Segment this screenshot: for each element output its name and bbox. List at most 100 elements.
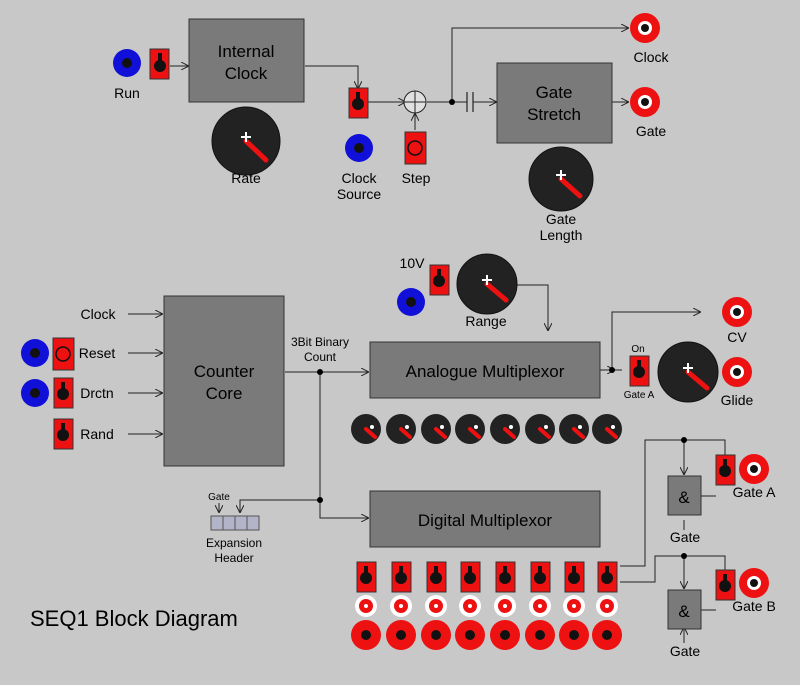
- clock-out-label: Clock: [633, 49, 669, 65]
- gate-stretch-label-2: Stretch: [527, 105, 581, 124]
- step-knob-7[interactable]: [559, 414, 589, 444]
- internal-clock-label-1: Internal: [218, 42, 275, 61]
- step-button-8[interactable]: [592, 620, 622, 650]
- range-jack[interactable]: [397, 288, 425, 316]
- range-switch[interactable]: [429, 264, 450, 296]
- step-knob-1[interactable]: [351, 414, 381, 444]
- and-gate-b-symbol: &: [678, 602, 690, 621]
- step-switch-8[interactable]: [597, 561, 618, 593]
- rate-knob[interactable]: [211, 106, 281, 176]
- step-knob-5[interactable]: [490, 414, 520, 444]
- gate-out-label: Gate: [636, 123, 667, 139]
- expansion-gate-label: Gate: [208, 492, 230, 503]
- reset-button[interactable]: [52, 337, 75, 371]
- step-knob-4[interactable]: [455, 414, 485, 444]
- step-button-5[interactable]: [490, 620, 520, 650]
- gate-length-label-1: Gate: [546, 211, 577, 227]
- step-buttons: [351, 620, 622, 650]
- junction-dot: [609, 367, 615, 373]
- junction-dot: [317, 369, 323, 375]
- clock-out-jack[interactable]: [630, 13, 660, 43]
- run-label: Run: [114, 85, 140, 101]
- ten-volt-label: 10V: [400, 255, 426, 271]
- reset-label: Reset: [79, 345, 116, 361]
- gate-b-jack[interactable]: [739, 568, 769, 598]
- internal-clock-block: Internal Clock: [188, 18, 305, 103]
- range-label: Range: [465, 313, 506, 329]
- step-switches: [356, 561, 618, 593]
- step-knob-3[interactable]: [421, 414, 451, 444]
- glide-on-label: On: [631, 344, 644, 355]
- step-switch-2[interactable]: [391, 561, 412, 593]
- step-led-2: [390, 595, 412, 617]
- binary-count-label-2: Count: [304, 350, 337, 364]
- step-led-5: [494, 595, 516, 617]
- step-led-7: [563, 595, 585, 617]
- step-button-4[interactable]: [455, 620, 485, 650]
- run-jack[interactable]: [113, 49, 141, 77]
- gate-a-jack[interactable]: [739, 454, 769, 484]
- summing-node: [403, 90, 427, 114]
- glide-jack[interactable]: [722, 357, 752, 387]
- reset-jack[interactable]: [21, 339, 49, 367]
- step-led-1: [355, 595, 377, 617]
- analogue-multiplexor-block: Analogue Multiplexor: [369, 341, 601, 399]
- step-button-1[interactable]: [351, 620, 381, 650]
- gate-stretch-label-1: Gate: [536, 83, 573, 102]
- direction-label: Drctn: [80, 385, 113, 401]
- step-button[interactable]: [404, 131, 427, 165]
- step-switch-4[interactable]: [460, 561, 481, 593]
- cv-out-jack[interactable]: [722, 297, 752, 327]
- counter-core-label-1: Counter: [194, 362, 255, 381]
- gate-a-input-label: Gate: [670, 529, 701, 545]
- step-switch-5[interactable]: [495, 561, 516, 593]
- gate-a-switch[interactable]: [715, 454, 736, 486]
- step-button-2[interactable]: [386, 620, 416, 650]
- step-knob-2[interactable]: [386, 414, 416, 444]
- junction-dot: [681, 553, 687, 559]
- range-knob[interactable]: [456, 253, 518, 315]
- analogue-multiplexor-label: Analogue Multiplexor: [406, 362, 565, 381]
- step-knob-8[interactable]: [592, 414, 622, 444]
- counter-core-block: Counter Core: [163, 295, 285, 467]
- step-switch-7[interactable]: [564, 561, 585, 593]
- random-switch[interactable]: [53, 418, 74, 450]
- glide-switch[interactable]: [629, 355, 650, 387]
- step-leds: [355, 595, 618, 617]
- junction-dot: [681, 437, 687, 443]
- step-button-6[interactable]: [525, 620, 555, 650]
- gate-out-jack[interactable]: [630, 87, 660, 117]
- expansion-header-label-1: Expansion: [206, 536, 262, 550]
- gate-length-knob[interactable]: [528, 146, 594, 212]
- expansion-header-label-2: Header: [214, 551, 253, 565]
- expansion-header: [210, 515, 260, 531]
- binary-count-label-1: 3Bit Binary: [291, 335, 349, 349]
- step-button-7[interactable]: [559, 620, 589, 650]
- step-button-3[interactable]: [421, 620, 451, 650]
- gate-a-label: Gate A: [733, 484, 776, 500]
- clock-source-label-1: Clock: [341, 170, 377, 186]
- and-gate-b: &: [667, 589, 702, 630]
- clock-source-label-2: Source: [337, 186, 382, 202]
- step-led-4: [459, 595, 481, 617]
- step-switch-6[interactable]: [530, 561, 551, 593]
- junction-dot: [449, 99, 455, 105]
- run-switch[interactable]: [149, 48, 170, 80]
- internal-clock-label-2: Clock: [225, 64, 268, 83]
- gate-stretch-block: Gate Stretch: [496, 62, 613, 144]
- glide-label: Glide: [721, 392, 754, 408]
- gate-b-switch[interactable]: [715, 569, 736, 601]
- step-label: Step: [402, 170, 431, 186]
- clock-source-switch[interactable]: [348, 87, 369, 119]
- direction-jack[interactable]: [21, 379, 49, 407]
- clock-source-jack[interactable]: [345, 134, 373, 162]
- step-knobs: [351, 414, 622, 444]
- cv-label: CV: [727, 329, 747, 345]
- step-switch-1[interactable]: [356, 561, 377, 593]
- step-knob-6[interactable]: [525, 414, 555, 444]
- gate-b-input-label: Gate: [670, 643, 701, 659]
- direction-switch[interactable]: [53, 377, 74, 409]
- step-switch-3[interactable]: [426, 561, 447, 593]
- and-gate-a: &: [667, 475, 702, 516]
- glide-knob[interactable]: [657, 341, 719, 403]
